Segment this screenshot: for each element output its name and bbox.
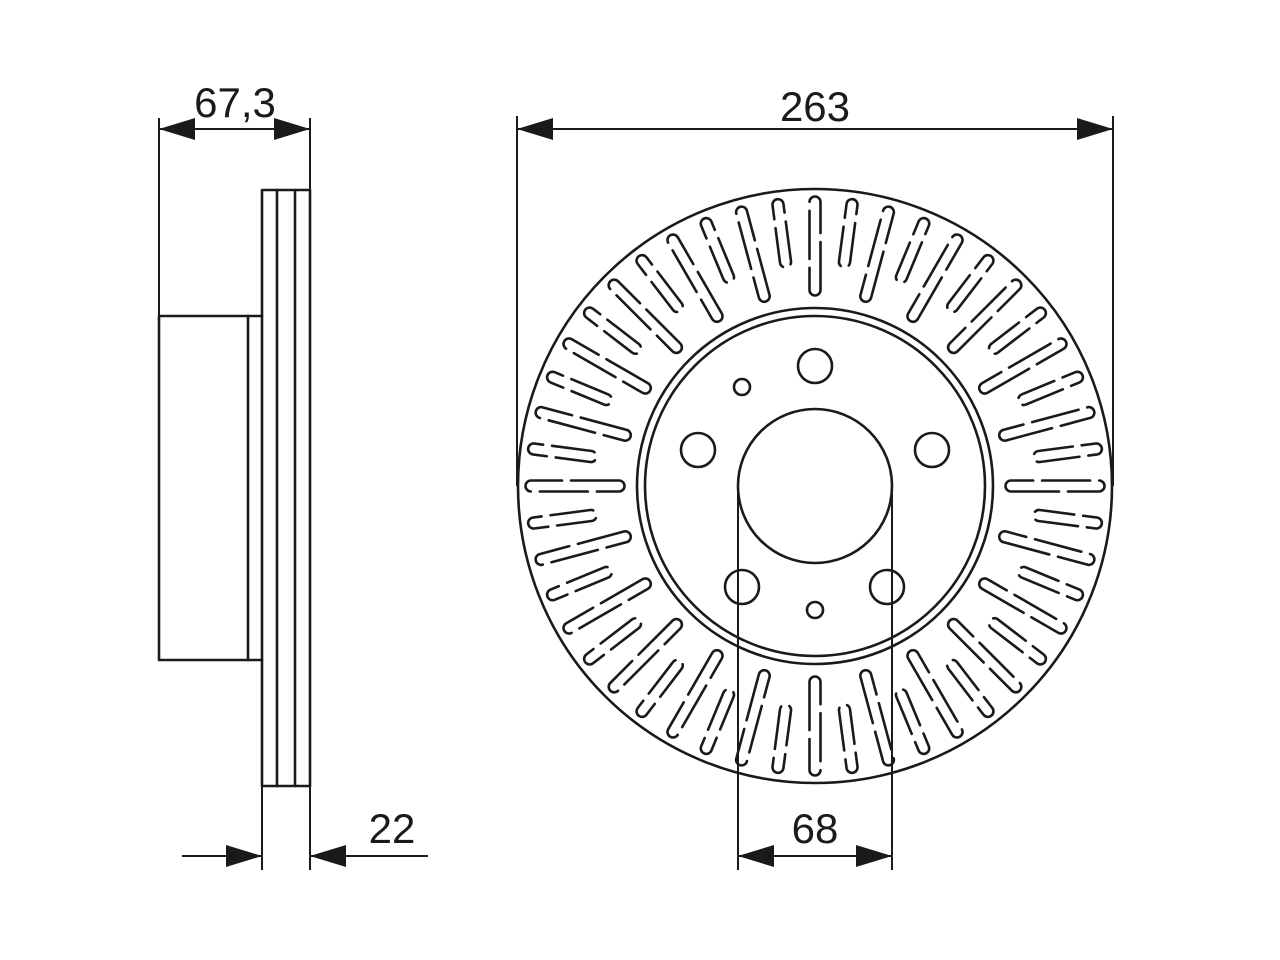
vent-slot [582,616,643,666]
vent-slot [771,197,793,269]
arrow-head-left [310,845,346,867]
arrow-head-right [274,118,310,140]
vent-slot [837,703,859,775]
vent-slot [894,688,931,756]
small-hole [805,600,825,620]
arrow-head-left [159,118,195,140]
vent-slot [808,195,822,297]
vent-slot [945,658,995,719]
vent-slot [894,216,931,284]
vent-slot [607,278,684,355]
vent-slot [635,658,685,719]
vent-slot [1017,565,1085,602]
center-bore [736,407,894,565]
vent-slots [524,195,1106,777]
vent-slot [1032,442,1104,464]
vent-slot [534,405,633,442]
vent-slot [859,205,896,304]
vent-slot [945,253,995,314]
dimension-center-bore: 68 [737,486,893,870]
vent-slot [666,648,724,739]
vent-slot [946,278,1023,355]
vent-slot [562,577,653,635]
side-view [157,188,312,788]
vent-slot [562,337,653,395]
vent-slot [734,205,771,304]
vent-slot [635,253,685,314]
bolt-holes [679,347,951,606]
dimension-label-outer-diameter: 263 [780,83,850,130]
disc-outer-edge [516,187,1114,785]
side-view-disc [260,188,312,788]
bolt-hole [679,431,717,469]
vent-slot [906,648,964,739]
vent-slot [607,617,684,694]
arrow-head-left [738,845,774,867]
vent-slot [1032,508,1104,530]
vent-slot [987,616,1048,666]
side-view-hat [157,314,250,662]
dimension-label-center-bore: 68 [792,805,839,852]
small-hole [732,377,752,397]
vent-slot [837,197,859,269]
arrow-head-left [517,118,553,140]
small-holes [732,377,825,620]
vent-slot [666,233,724,324]
vent-slot [906,233,964,324]
arrow-head-right [856,845,892,867]
vent-slot [526,442,598,464]
vent-slot [1017,370,1085,407]
vent-slot [977,577,1068,635]
front-view [516,187,1114,785]
vent-slot [859,668,896,767]
dimension-label-disc-thickness: 22 [369,805,416,852]
dimension-disc-thickness: 22 [182,786,428,870]
hat-outer-ring [635,306,995,666]
vent-slot [545,565,613,602]
vent-slot [977,337,1068,395]
bolt-hole [723,568,761,606]
vent-slot [987,306,1048,356]
arrow-head-right [226,845,262,867]
bolt-hole [913,431,951,469]
dimension-outer-diameter: 263 [516,83,1114,486]
arrow-head-right [1077,118,1113,140]
vent-slot [946,617,1023,694]
vent-slot [545,370,613,407]
vent-slot [524,479,626,493]
dimension-label-hat-height: 67,3 [194,79,276,126]
vent-slot [997,530,1096,567]
vent-slot [1004,479,1106,493]
vent-slot [997,405,1096,442]
hat-inner-ring [643,314,987,658]
vent-slot [582,306,643,356]
vent-slot [699,688,736,756]
dimension-hat-height: 67,3 [158,79,311,316]
vent-slot [534,530,633,567]
vent-slot [771,703,793,775]
vent-slot [734,668,771,767]
vent-slot [808,675,822,777]
bolt-hole [868,568,906,606]
vent-slot [526,508,598,530]
vent-slot [699,216,736,284]
bolt-hole [796,347,834,385]
